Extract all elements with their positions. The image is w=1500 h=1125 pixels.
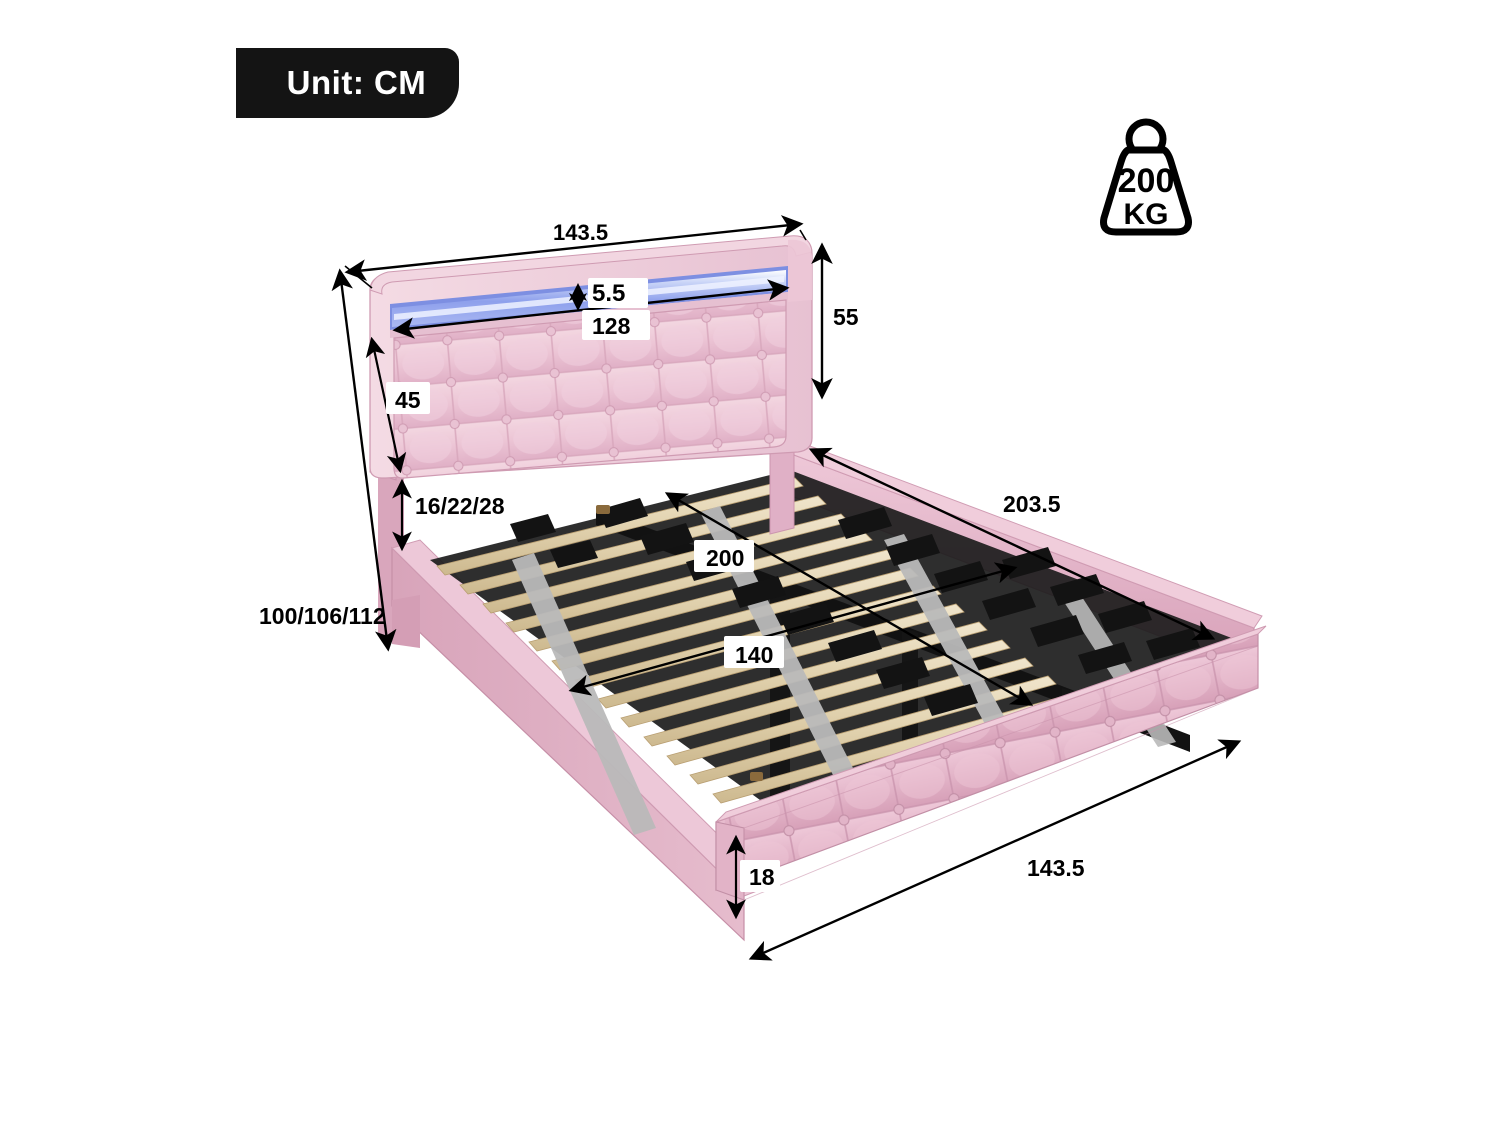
dim-label-led-height: 5.5 — [589, 281, 629, 307]
dim-label-headboard-inner-width: 128 — [589, 314, 634, 339]
dim-label-headboard-width-top: 143.5 — [553, 220, 609, 245]
weight-icon-value: 200 — [1117, 162, 1175, 200]
bed-frame-body — [369, 235, 1267, 942]
foot-rail-end-cap — [715, 821, 745, 901]
headboard-right-corner — [788, 239, 812, 302]
dimline-total-height — [331, 268, 397, 652]
dim-label-headboard-height: 55 — [833, 304, 859, 330]
weight-icon: 200 KG — [1078, 112, 1214, 240]
dim-label-mattress-length: 200 — [703, 546, 748, 571]
dimline-overall-width-bottom — [748, 739, 1242, 961]
weight-icon-unit: KG — [1123, 198, 1169, 231]
dim-label-overall-width-bottom: 143.5 — [1027, 855, 1085, 881]
dimline-headboard-inner-width — [392, 279, 790, 339]
dimline-overall-length — [808, 447, 1216, 641]
dimline-headboard-width-top — [344, 215, 804, 281]
dimension-lines — [331, 215, 1242, 961]
unit-badge-label: Unit: CM — [286, 64, 427, 101]
dim-label-overall-length: 203.5 — [1003, 491, 1061, 517]
dim-label-clearance: 16/22/28 — [415, 493, 505, 519]
unit-badge: Unit: CM — [236, 48, 459, 118]
weight-icon-shape — [1100, 118, 1192, 236]
dim-label-mattress-width: 140 — [732, 643, 777, 668]
dim-label-total-height: 100/106/112 — [259, 603, 386, 629]
dim-label-rail-height: 18 — [746, 865, 778, 890]
dim-label-panel-height: 45 — [392, 388, 424, 413]
leg-front-left — [392, 595, 420, 648]
